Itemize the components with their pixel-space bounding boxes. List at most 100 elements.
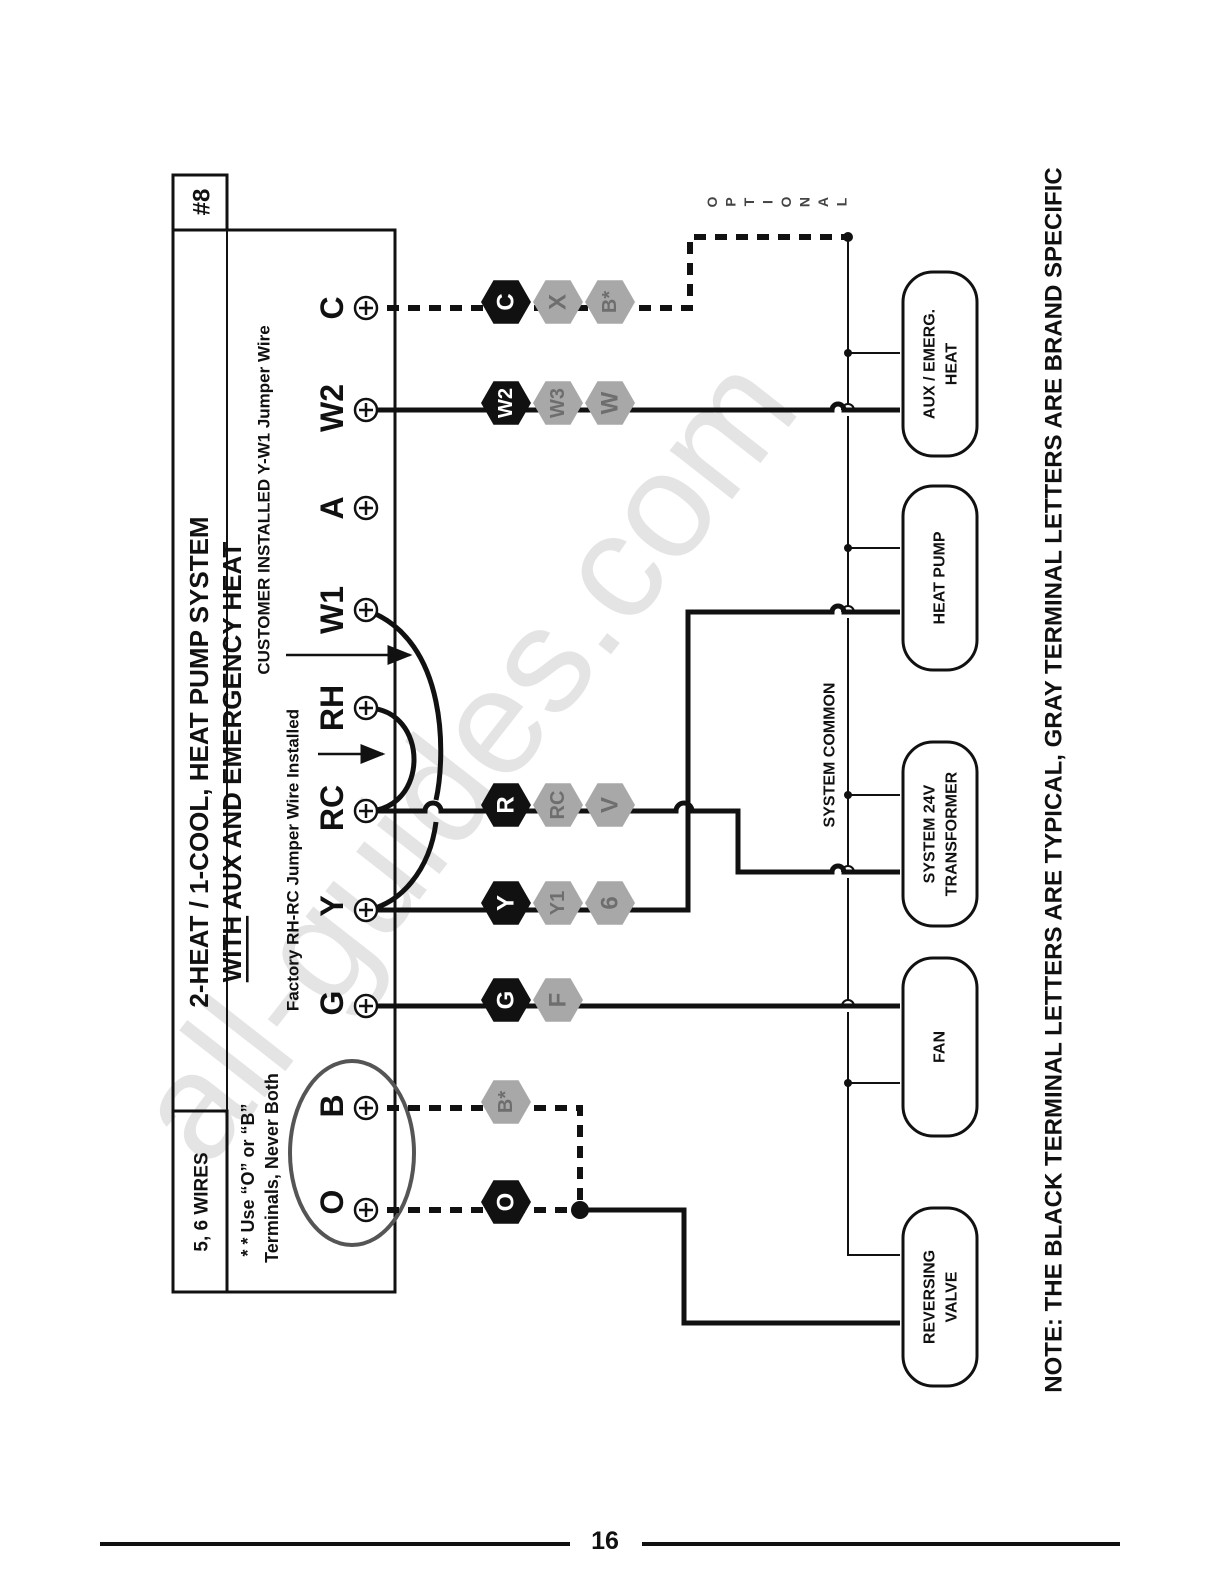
hex-g-1: F (533, 978, 583, 1022)
hex-label-text: W3 (547, 388, 569, 418)
screw-terminal-o (353, 1197, 379, 1223)
note-o-or-b-line-2: Terminals, Never Both (262, 1073, 282, 1263)
reversing-valve-line-2: VALVE (944, 1271, 961, 1322)
hex-label-text: F (545, 993, 572, 1008)
aux-heat-line-1: AUX / EMERG. (922, 309, 939, 419)
title-line-2-rest: AUX AND EMERGENCY HEAT (217, 542, 247, 916)
component-aux-heat: AUX / EMERG. HEAT (901, 270, 979, 458)
hex-b-0: B* (481, 1080, 531, 1124)
hex-w2-0: W2 (481, 381, 531, 425)
screw-terminal-rh (353, 695, 379, 721)
factory-jumper-label: Factory RH-RC Jumper Wire Installed (284, 709, 303, 1011)
hex-label-text: W2 (495, 388, 517, 418)
optional-letter: P (723, 197, 739, 206)
optional-letter: N (797, 197, 813, 207)
diagram-number-box (171, 173, 229, 232)
fan-label: FAN (932, 1031, 949, 1063)
hex-y-2: 6 (585, 881, 635, 925)
optional-letter: O (778, 196, 794, 207)
wires (365, 401, 900, 1326)
optional-letter: I (760, 200, 776, 204)
terminal-label-w2: W2 (314, 384, 350, 432)
hex-label-text: X (545, 294, 572, 310)
component-transformer: SYSTEM 24V TRANSFORMER (901, 740, 979, 928)
hex-y-1: Y1 (533, 881, 583, 925)
junction-o-b (571, 1201, 589, 1219)
system-common-bus (841, 237, 900, 1256)
screw-terminals (353, 295, 379, 1223)
hex-label-text: R (493, 796, 520, 813)
terminal-label-w1: W1 (314, 586, 350, 634)
optional-letter: O (704, 196, 720, 207)
wire-c-optional (366, 234, 848, 311)
page-number: 16 (591, 1527, 619, 1555)
hex-y-0: Y (481, 881, 531, 925)
component-fan: FAN (901, 956, 979, 1138)
hex-r-0: R (481, 783, 531, 827)
hex-label-text: 6 (597, 896, 624, 909)
screw-terminal-c (353, 295, 379, 321)
title-line-2: WITH AUX AND EMERGENCY HEAT (217, 542, 247, 983)
hex-label-text: Y1 (547, 891, 569, 915)
hex-c-2: B* (585, 280, 635, 324)
system-common-label: SYSTEM COMMON (822, 683, 839, 828)
title-with-underlined: WITH (217, 916, 247, 982)
hex-o-0: O (481, 1180, 531, 1224)
screw-terminal-y (353, 897, 379, 923)
note-o-or-b-line-1: * * Use “O” or “B” (238, 1103, 258, 1256)
optional-wires (366, 234, 848, 1213)
terminal-label-g: G (314, 991, 350, 1016)
hex-label-text: Y (493, 895, 520, 911)
terminal-label-b: B (314, 1094, 350, 1117)
terminal-label-a: A (314, 496, 350, 519)
optional-letter: A (815, 197, 831, 207)
terminal-label-rh: RH (314, 685, 350, 731)
wires-label: 5, 6 WIRES (192, 1152, 213, 1251)
thermostat-box (171, 228, 397, 1294)
hex-c-1: X (533, 280, 583, 324)
title-line-1: 2-HEAT / 1-COOL, HEAT PUMP SYSTEM (184, 516, 214, 1007)
diagram-number: #8 (189, 189, 216, 216)
footer-rule-left (100, 1542, 570, 1546)
hex-g-0: G (481, 978, 531, 1022)
optional-letter: L (834, 197, 850, 206)
hex-r-1: RC (533, 783, 583, 827)
terminal-label-c: C (314, 296, 350, 319)
o-b-highlight-circle (288, 1059, 416, 1247)
screw-terminal-w2 (353, 397, 379, 423)
wire-y (366, 603, 900, 913)
reversing-valve-line-1: REVERSING (922, 1250, 939, 1344)
component-heat-pump: HEAT PUMP (901, 484, 979, 672)
hex-label-text: W (597, 391, 624, 414)
hex-label-text: B* (495, 1091, 517, 1113)
jumper-rh-rc (365, 705, 417, 814)
screw-terminal-g (353, 993, 379, 1019)
hex-c-0: C (481, 280, 531, 324)
hex-label-text: RC (547, 791, 569, 820)
terminal-label-rc: RC (314, 785, 350, 831)
terminal-label-y: Y (314, 895, 350, 916)
screw-terminal-rc (353, 798, 379, 824)
aux-heat-line-2: HEAT (944, 343, 961, 386)
hex-label-text: O (493, 1193, 520, 1212)
hex-w2-1: W3 (533, 381, 583, 425)
hex-label-text: V (597, 797, 624, 813)
bus-dots (844, 349, 852, 1087)
screw-terminal-b (353, 1095, 379, 1121)
terminal-label-o: O (314, 1190, 350, 1215)
hex-w2-2: W (585, 381, 635, 425)
wire-w2 (366, 401, 900, 413)
transformer-line-1: SYSTEM 24V (922, 784, 939, 883)
brand-specific-note: NOTE: THE BLACK TERMINAL LETTERS ARE TYP… (1041, 167, 1068, 1392)
hex-label-text: C (493, 293, 520, 310)
hex-label-text: B* (599, 291, 621, 313)
transformer-line-2: TRANSFORMER (944, 771, 961, 896)
screw-terminal-a (353, 495, 379, 521)
wire-b-optional (366, 1105, 583, 1210)
customer-jumper-label: CUSTOMER INSTALLED Y-W1 Jumper Wire (255, 325, 274, 674)
screw-terminal-w1 (353, 597, 379, 623)
heat-pump-label: HEAT PUMP (932, 531, 949, 624)
